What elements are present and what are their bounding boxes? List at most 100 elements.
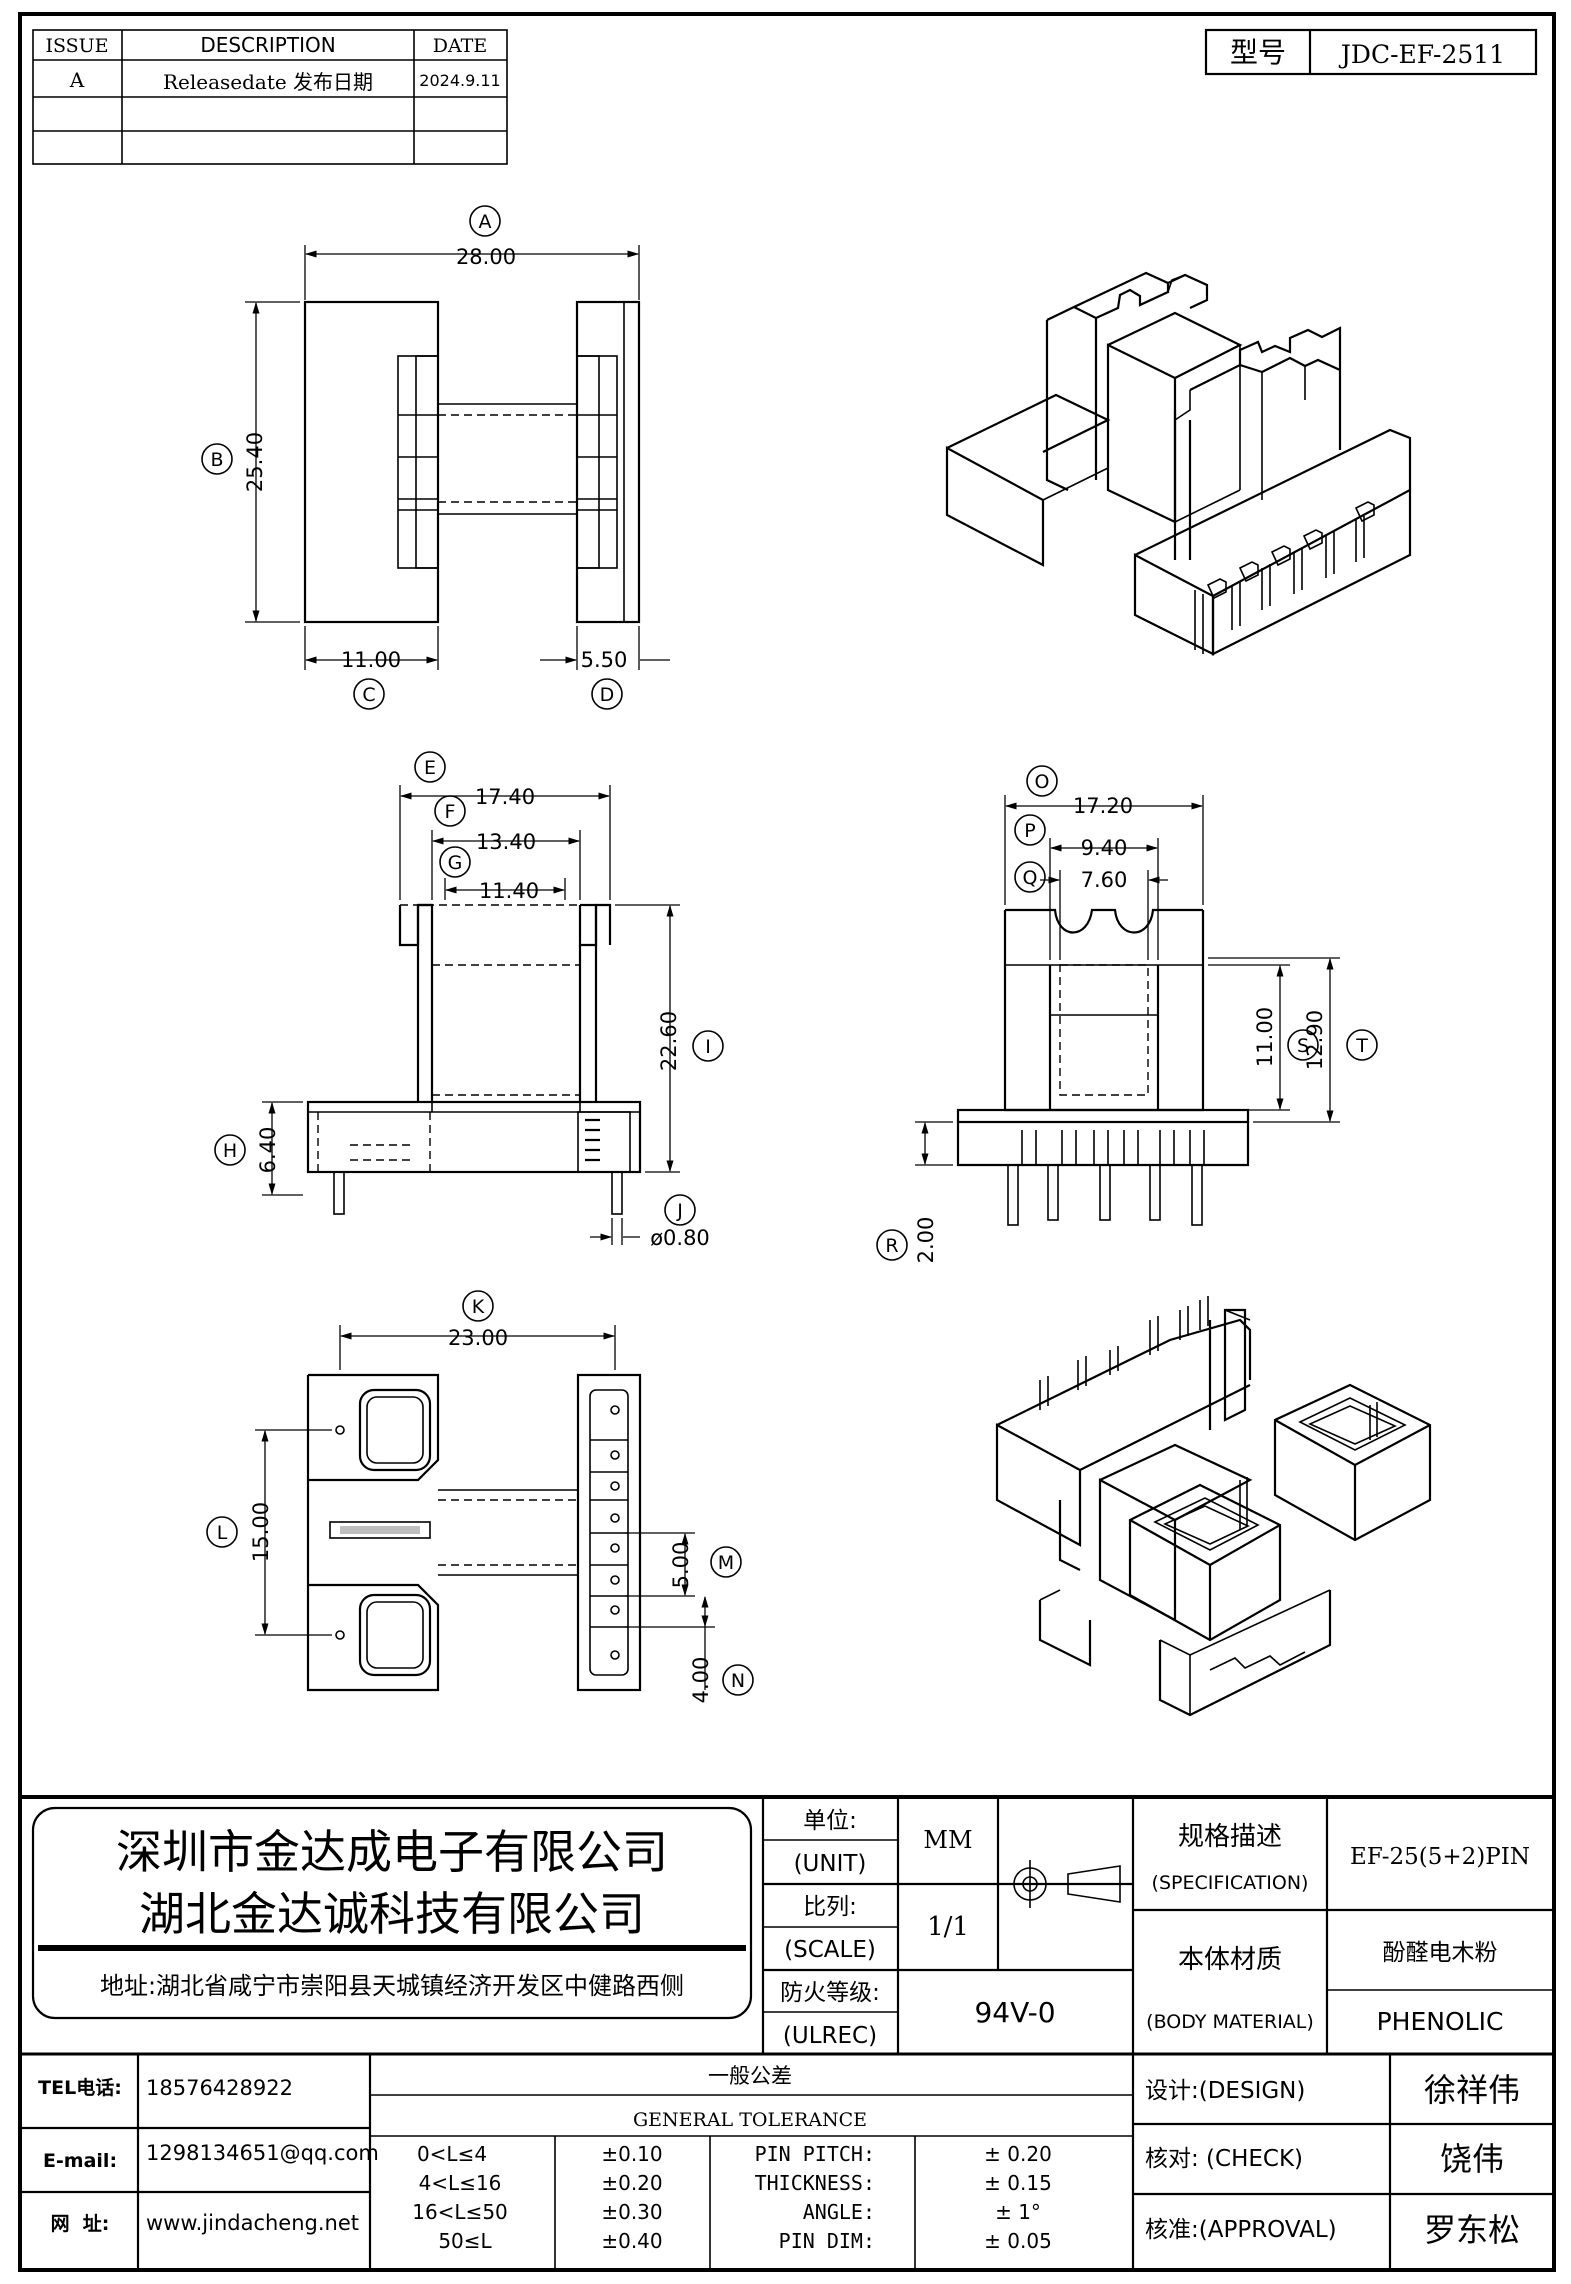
dim-value-s: 11.00	[1253, 1007, 1277, 1067]
scale-label-cn: 比列:	[803, 1894, 857, 1920]
tolerance-title-en: GENERAL TOLERANCE	[633, 2109, 867, 2131]
revision-date-a: 2024.9.11	[419, 71, 500, 90]
dim-value-l: 15.00	[249, 1502, 273, 1562]
dim-value-i: 22.60	[657, 1011, 681, 1071]
dim-tag-m: M	[718, 1552, 734, 1574]
tolerance-value-1: ±0.10	[601, 2142, 662, 2166]
tolerance-value-3: ±0.30	[601, 2200, 662, 2224]
company-address: 地址:湖北省咸宁市崇阳县天城镇经济开发区中健路西侧	[100, 1972, 684, 2000]
dim-tag-b: B	[210, 449, 223, 471]
unit-label-cn: 单位:	[803, 1808, 857, 1834]
dim-value-j: ø0.80	[650, 1226, 710, 1250]
material-label-en: (BODY MATERIAL)	[1146, 2011, 1314, 2033]
dim-tag-k: K	[472, 1296, 485, 1318]
tolerance-item-value-3: ± 1°	[995, 2200, 1041, 2224]
model-number-box: 型号 JDC-EF-2511	[1204, 28, 1538, 76]
check-label: 核对: (CHECK)	[1145, 2146, 1303, 2172]
dim-tag-l: L	[217, 1522, 228, 1544]
front-view-dimensions: E 17.40 F 13.40 G 11.40 I 22.60 H 6.40 J…	[214, 751, 724, 1250]
tolerance-item-label-2: THICKNESS:	[755, 2171, 875, 2195]
tolerance-item-value-2: ± 0.15	[984, 2171, 1052, 2195]
dim-value-q: 7.60	[1081, 868, 1128, 892]
revision-header-date: DATE	[433, 35, 487, 57]
company-name-1: 深圳市金达成电子有限公司	[116, 1825, 668, 1879]
dim-tag-a: A	[479, 211, 492, 233]
dim-value-t: 12.90	[1303, 1010, 1327, 1070]
dim-tag-d: D	[600, 684, 615, 706]
side-view	[915, 795, 1340, 1226]
top-view-dimensions: A 28.00 B 25.40 C 11.00 D 5.50	[201, 205, 628, 710]
email-value: 1298134651@qq.com	[146, 2141, 379, 2165]
tolerance-title-cn: 一般公差	[708, 2064, 792, 2088]
web-value: www.jindacheng.net	[146, 2211, 359, 2235]
approval-name: 罗东松	[1424, 2211, 1520, 2249]
scale-label-en: (SCALE)	[784, 1937, 876, 1963]
dim-tag-s: S	[1297, 1035, 1309, 1057]
check-name: 饶伟	[1440, 2140, 1504, 2178]
isometric-view-top	[945, 271, 1412, 656]
tolerance-range-1: 0<L≤4	[417, 2142, 487, 2166]
tolerance-range-4: 50≤L	[438, 2229, 492, 2253]
dim-tag-o: O	[1035, 771, 1050, 793]
bottom-view-dimensions: K 23.00 L 15.00 M 5.00 N 4.00	[206, 1290, 754, 1704]
fire-label-cn: 防火等级:	[780, 1980, 880, 2006]
email-label: E-mail:	[43, 2150, 117, 2172]
tolerance-value-4: ±0.40	[601, 2229, 662, 2253]
tolerance-item-label-4: PIN DIM:	[779, 2229, 875, 2253]
tolerance-item-label-1: PIN PITCH:	[755, 2142, 875, 2166]
dim-value-p: 9.40	[1081, 836, 1128, 860]
material-label-cn: 本体材质	[1178, 1945, 1282, 1975]
dim-value-a: 28.00	[456, 245, 516, 269]
design-name: 徐祥伟	[1424, 2071, 1520, 2109]
web-label: 网 址:	[51, 2213, 110, 2235]
material-value-cn: 酚醛电木粉	[1383, 1940, 1498, 1966]
dim-value-r: 2.00	[914, 1217, 938, 1264]
dim-value-e: 17.40	[475, 785, 535, 809]
revision-header-description: DESCRIPTION	[200, 33, 335, 57]
tel-label: TEL电话:	[38, 2076, 122, 2099]
dim-tag-j: J	[676, 1200, 683, 1222]
material-value-en: PHENOLIC	[1377, 2007, 1504, 2036]
unit-label-en: (UNIT)	[794, 1851, 867, 1877]
spec-value: EF-25(5+2)PIN	[1350, 1844, 1530, 1870]
tolerance-value-2: ±0.20	[601, 2171, 662, 2195]
dim-tag-h: H	[223, 1140, 237, 1162]
title-block: 深圳市金达成电子有限公司 湖北金达诚科技有限公司 地址:湖北省咸宁市崇阳县天城镇…	[20, 1797, 1554, 2270]
tolerance-range-3: 16<L≤50	[412, 2200, 508, 2224]
tel-value: 18576428922	[146, 2076, 293, 2100]
dim-value-c: 11.00	[341, 648, 401, 672]
dim-tag-q: Q	[1023, 867, 1038, 889]
dim-value-h: 6.40	[256, 1127, 280, 1174]
fire-label-en: (ULREC)	[783, 2023, 877, 2049]
spec-label-en: (SPECIFICATION)	[1152, 1872, 1309, 1894]
dim-value-m: 5.00	[669, 1542, 693, 1589]
unit-value: MM	[923, 1826, 972, 1854]
front-view	[262, 785, 680, 1245]
projection-symbol	[1005, 1860, 1128, 1908]
dim-value-n: 4.00	[689, 1657, 713, 1704]
company-name-2: 湖北金达诚科技有限公司	[139, 1887, 645, 1941]
revision-table: ISSUE DESCRIPTION DATE A Releasedate 发布日…	[32, 29, 508, 165]
bottom-view	[255, 1325, 715, 1692]
tolerance-item-value-1: ± 0.20	[984, 2142, 1052, 2166]
dim-tag-n: N	[731, 1670, 745, 1692]
dim-tag-r: R	[885, 1235, 898, 1257]
tolerance-range-2: 4<L≤16	[419, 2171, 502, 2195]
dim-tag-t: T	[1355, 1035, 1368, 1057]
tolerance-item-value-4: ± 0.05	[984, 2229, 1052, 2253]
fire-value: 94V-0	[974, 1996, 1055, 2029]
scale-value: 1/1	[927, 1912, 969, 1942]
design-label: 设计:(DESIGN)	[1145, 2078, 1305, 2104]
dim-value-d: 5.50	[581, 648, 628, 672]
dim-value-b: 25.40	[243, 432, 267, 492]
dim-value-k: 23.00	[448, 1326, 508, 1350]
dim-tag-e: E	[424, 757, 436, 779]
revision-description-a: Releasedate 发布日期	[163, 70, 373, 94]
dim-tag-p: P	[1024, 820, 1035, 842]
revision-header-issue: ISSUE	[45, 35, 108, 57]
side-view-dimensions: O 17.20 P 9.40 Q 7.60 S 11.00 T 12.90 R …	[876, 765, 1378, 1264]
drawing-frame	[18, 12, 1556, 2272]
dim-tag-f: F	[445, 801, 456, 823]
model-value: JDC-EF-2511	[1338, 40, 1505, 69]
spec-label-cn: 规格描述	[1178, 1822, 1282, 1852]
